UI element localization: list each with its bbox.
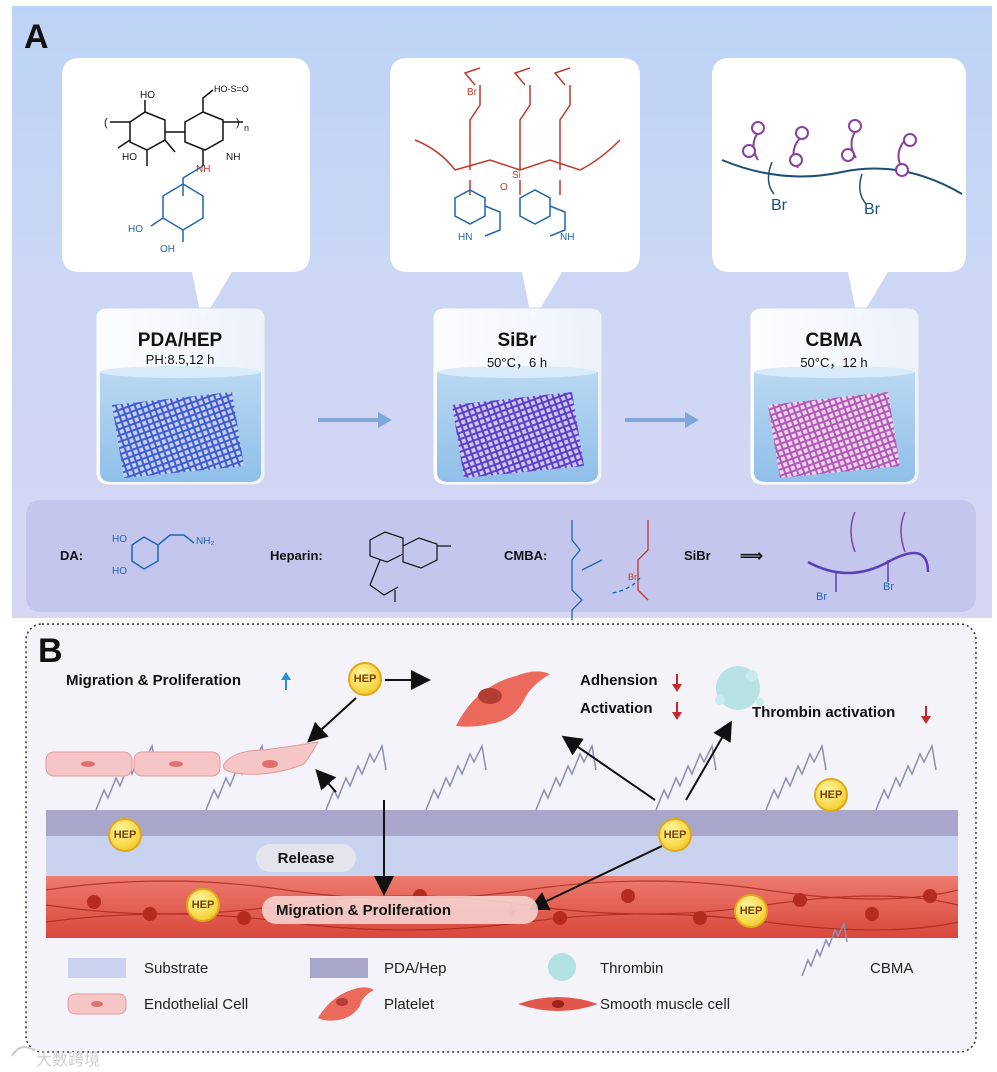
hep-badge: HEP — [734, 894, 768, 928]
hep-badge: HEP — [186, 888, 220, 922]
beaker-1-subtitle: PH:8.5,12 h — [145, 352, 215, 367]
pda-oh-bottom-label: OH — [160, 244, 175, 255]
hep-badge: HEP — [814, 778, 848, 812]
thrombin-cluster — [715, 666, 764, 710]
beaker-2 — [432, 307, 603, 486]
cbma-br1-label: Br — [771, 197, 788, 214]
beaker-2-subtitle: 50°C，6 h — [486, 355, 548, 370]
layer-pda-hep — [46, 810, 958, 836]
pda-nh-label: NH — [196, 164, 210, 175]
watermark-icon — [11, 1046, 35, 1057]
label-activation: Activation — [580, 700, 653, 717]
legend-pda-swatch — [310, 958, 368, 978]
pda-hooc-label: HO — [140, 90, 155, 101]
down-arrow-icon-thrombin — [921, 706, 931, 724]
release-pill — [256, 844, 356, 872]
pda-so3h-label: HO-S=O — [214, 84, 249, 94]
svg-text:): ) — [236, 117, 240, 129]
bubble-cbma — [712, 58, 966, 322]
legend-pda-label: PDA/Hep — [384, 960, 447, 977]
label-migration-down: Migration & Proliferation — [276, 902, 452, 919]
structure-cmba-small — [571, 520, 649, 620]
legend-smooth-muscle-swatch — [518, 997, 598, 1011]
label-migration-up: Migration & Proliferation — [66, 672, 242, 689]
legend-cbma-label: CBMA — [870, 960, 914, 977]
legend-platelet-label: Platelet — [384, 996, 435, 1013]
legend-platelet-swatch — [318, 987, 374, 1021]
process-arrow-2 — [625, 412, 699, 428]
label-adhension: Adhension — [580, 672, 658, 689]
endothelial-cells — [45, 741, 319, 777]
process-arrow-1 — [318, 412, 392, 428]
label-thrombin-activation: Thrombin activation — [752, 704, 896, 721]
migration-pill — [262, 896, 538, 924]
layer-substrate — [46, 836, 958, 876]
down-arrow-icon-adhension — [672, 674, 682, 692]
sibr-si-label: Si — [512, 170, 521, 181]
product-br2: Br — [883, 581, 894, 593]
pda-ho2-label: HO — [122, 152, 137, 163]
sibr-o-label: O — [500, 182, 508, 193]
legend-substrate-label: Substrate — [144, 960, 209, 977]
watermark-text: 大数跨境 — [36, 1050, 101, 1069]
legend-cbma-swatch — [801, 921, 848, 977]
sibr-hn-label: HN — [458, 232, 472, 243]
panel-letter-b: B — [38, 632, 63, 670]
legend-thrombin-label: Thrombin — [600, 960, 664, 977]
reagent-da-nh2: NH₂ — [196, 536, 215, 547]
reagent-cmba-label: CMBA: — [504, 548, 548, 563]
beaker-3-title: CBMA — [805, 330, 863, 351]
reagent-heparin-label: Heparin: — [270, 548, 323, 563]
panel-letter-a: A — [24, 18, 49, 56]
structure-product-small — [807, 511, 930, 592]
sibr-nh-label: NH — [560, 232, 574, 243]
hep-badge: HEP — [658, 818, 692, 852]
beaker-1-title: PDA/HEP — [137, 330, 223, 351]
bubble-sibr — [390, 58, 640, 322]
reagent-da-label: DA: — [60, 548, 84, 563]
up-arrow-icon — [281, 672, 291, 690]
beaker-3 — [749, 307, 920, 486]
sibr-br-label: Br — [467, 87, 478, 98]
pda-n-label: n — [244, 123, 249, 133]
reagent-br-small: Br — [628, 572, 637, 582]
legend-endothelial-label: Endothelial Cell — [144, 996, 249, 1013]
reagent-strip — [26, 500, 976, 612]
hep-badge: HEP — [108, 818, 142, 852]
platelet-cell — [456, 671, 550, 727]
legend-smooth-muscle-label: Smooth muscle cell — [600, 996, 731, 1013]
structure-heparin-small — [369, 531, 451, 602]
structure-da — [131, 534, 195, 570]
reagent-da-ho1: HO — [112, 534, 127, 545]
svg-text:(: ( — [104, 117, 108, 129]
product-br1: Br — [816, 591, 827, 603]
structure-sibr — [414, 67, 621, 237]
pda-ho-bottom-label: HO — [128, 224, 143, 235]
structure-cbma — [721, 119, 963, 205]
hep-badge: HEP — [348, 662, 382, 696]
reagent-arrow: ⟹ — [740, 548, 763, 565]
bubble-pda-hep — [62, 58, 310, 322]
reagent-sibr-label: SiBr — [684, 548, 711, 563]
beaker-2-title: SiBr — [497, 330, 537, 351]
legend-substrate-swatch — [68, 958, 126, 978]
beaker-3-subtitle: 50°C，12 h — [800, 355, 868, 370]
down-arrow-icon-activation — [672, 702, 682, 720]
panel-b-arrows — [307, 670, 733, 911]
legend-endothelial-swatch — [67, 993, 127, 1015]
label-release: Release — [277, 850, 335, 867]
cbma-br2-label: Br — [864, 201, 881, 218]
legend-thrombin-swatch — [548, 953, 576, 981]
beaker-1 — [95, 307, 266, 486]
pda-nh2-label: NH — [226, 152, 240, 163]
reagent-da-ho2: HO — [112, 566, 127, 577]
structure-pda-hep — [110, 89, 243, 242]
